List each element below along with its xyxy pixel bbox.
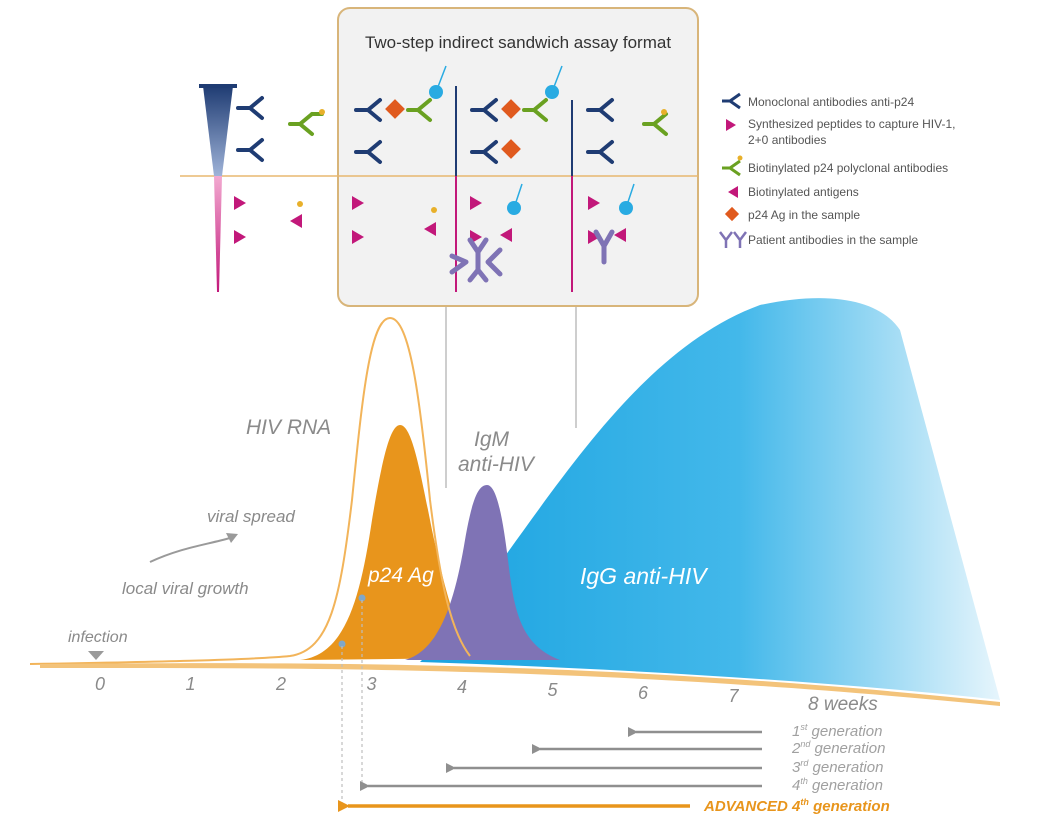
viral-spread-arrow xyxy=(149,537,231,563)
viral-spread-arrowhead-icon xyxy=(226,533,238,543)
igm-curve xyxy=(405,485,560,660)
legend-patient-antibody-icon xyxy=(719,231,747,248)
week-axis: 0 1 2 3 4 5 6 7 xyxy=(95,674,740,706)
axis-unit-label: 8 weeks xyxy=(808,694,878,715)
axis-tick-7: 7 xyxy=(728,686,739,706)
assay-box xyxy=(337,7,699,307)
gen-label-advanced: ADVANCED 4th generation xyxy=(703,797,890,815)
detection-dot-advanced xyxy=(338,640,346,648)
sample-tube-upper xyxy=(203,86,233,176)
biotin-antigen-dots xyxy=(297,201,437,213)
monoclonal-antibody-icon xyxy=(236,96,614,164)
legend-biotin-dot xyxy=(737,155,743,161)
legend-label-5: Patient antibodies in the sample xyxy=(748,233,918,247)
axis-tick-3: 3 xyxy=(366,674,376,694)
legend-label-2: Biotinylated p24 polyclonal antibodies xyxy=(748,161,948,175)
gen-label-3: 3rd generation xyxy=(792,758,883,776)
axis-tick-4: 4 xyxy=(457,677,467,697)
hiv-rna-label: HIV RNA xyxy=(246,416,331,439)
legend-label-3: Biotinylated antigens xyxy=(748,185,859,199)
p24-label: p24 Ag xyxy=(367,564,434,587)
igg-curve xyxy=(420,298,1000,700)
legend: Monoclonal antibodies anti-p24 Synthesiz… xyxy=(719,92,955,248)
p24-curve xyxy=(300,425,475,660)
legend-peptide-icon xyxy=(726,119,736,131)
gen-label-2: 2nd generation xyxy=(791,739,885,757)
axis-tick-5: 5 xyxy=(547,680,558,700)
axis-tick-6: 6 xyxy=(638,683,649,703)
hiv-rna-curve xyxy=(29,316,471,665)
sample-tube-cap xyxy=(199,84,237,88)
axis-tick-0: 0 xyxy=(95,674,105,694)
streptavidin-marker-icon xyxy=(429,65,635,215)
legend-biotinylated-antibody-icon xyxy=(722,159,741,177)
axis-tick-1: 1 xyxy=(185,674,195,694)
legend-biotinylated-antigen-icon xyxy=(728,186,738,198)
baseline-band xyxy=(40,663,1000,706)
legend-label-1b: 2+0 antibodies xyxy=(748,133,826,147)
infection-label: infection xyxy=(68,629,128,646)
gen-label-4: 4th generation xyxy=(792,776,883,794)
legend-label-4: p24 Ag in the sample xyxy=(748,208,860,222)
igm-label-line2: anti-HIV xyxy=(458,453,536,476)
biotinylated-antigen-icon xyxy=(290,214,626,242)
assay-box-title: Two-step indirect sandwich assay format xyxy=(365,33,671,52)
local-growth-label: local viral growth xyxy=(122,579,249,598)
viral-spread-label: viral spread xyxy=(207,507,295,526)
legend-label-1: Synthesized peptides to capture HIV-1, xyxy=(748,117,955,131)
biotinylated-antibody-icon xyxy=(288,98,668,136)
detection-dot-4th xyxy=(358,594,366,602)
biotin-dots xyxy=(319,109,667,115)
gen-label-1: 1st generation xyxy=(792,722,882,740)
legend-label-0: Monoclonal antibodies anti-p24 xyxy=(748,95,914,109)
igg-label: IgG anti-HIV xyxy=(580,563,709,589)
patient-antibody-icon xyxy=(449,229,615,283)
axis-tick-2: 2 xyxy=(275,674,286,694)
infection-marker-icon xyxy=(88,651,104,660)
sample-tube-lower xyxy=(214,176,222,292)
legend-monoclonal-antibody-icon xyxy=(722,92,741,110)
legend-p24-antigen-icon xyxy=(724,206,740,222)
igm-label-line1: IgM xyxy=(474,428,510,451)
